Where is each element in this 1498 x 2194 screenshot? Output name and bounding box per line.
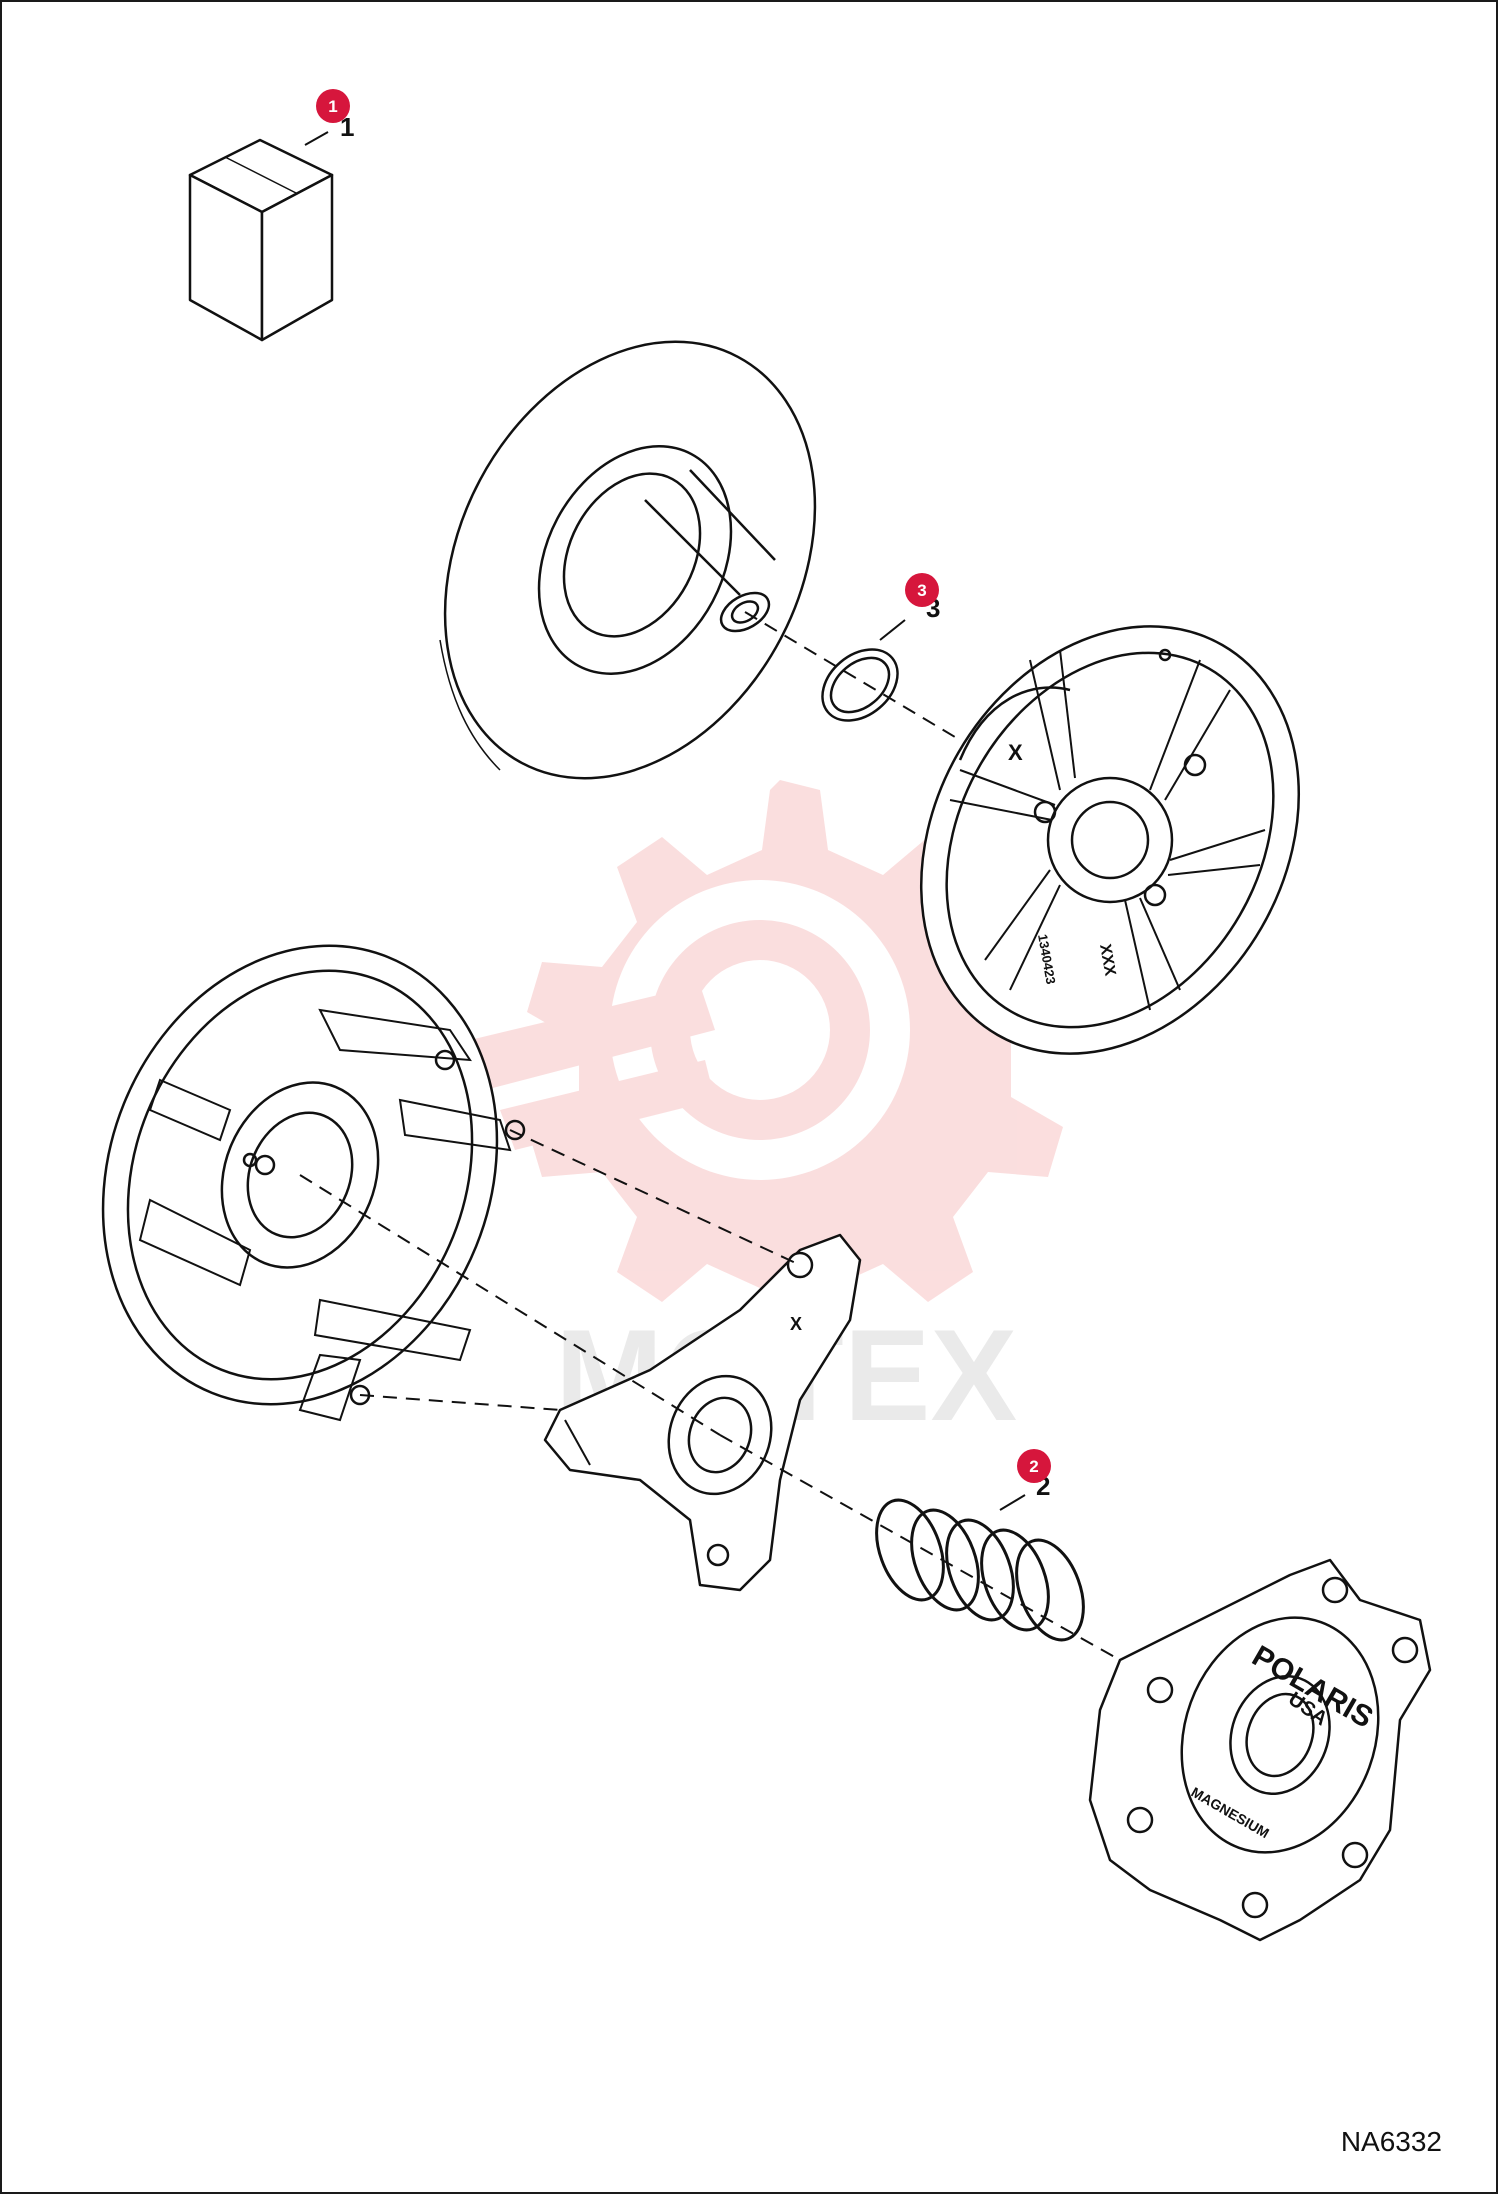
clutch-spring (875, 1498, 1085, 1642)
callout-badge-2-number: 2 (1029, 1457, 1038, 1476)
cam-x-mark: X (790, 1314, 802, 1334)
callout-badge-3[interactable]: 3 (905, 573, 939, 607)
callout-badge-1[interactable]: 1 (316, 89, 350, 123)
spider (920, 625, 1300, 1055)
drawing-number: NA6332 (1340, 2126, 1442, 2157)
assembly-axis-lines (299, 611, 1121, 1661)
item-number-1: 1 (340, 112, 354, 142)
callout-leaders (304, 131, 1026, 1511)
spider-x-mark: X (1008, 740, 1023, 765)
callout-badge-3-number: 3 (917, 581, 926, 600)
kit-box (188, 138, 334, 342)
retaining-ring (821, 648, 899, 722)
clutch-cover (1088, 1558, 1432, 1942)
moveable-sheave (439, 340, 817, 780)
callout-badge-1-number: 1 (328, 97, 337, 116)
spider-mark: XXX (1096, 943, 1118, 978)
callout-badge-2[interactable]: 2 (1017, 1449, 1051, 1483)
